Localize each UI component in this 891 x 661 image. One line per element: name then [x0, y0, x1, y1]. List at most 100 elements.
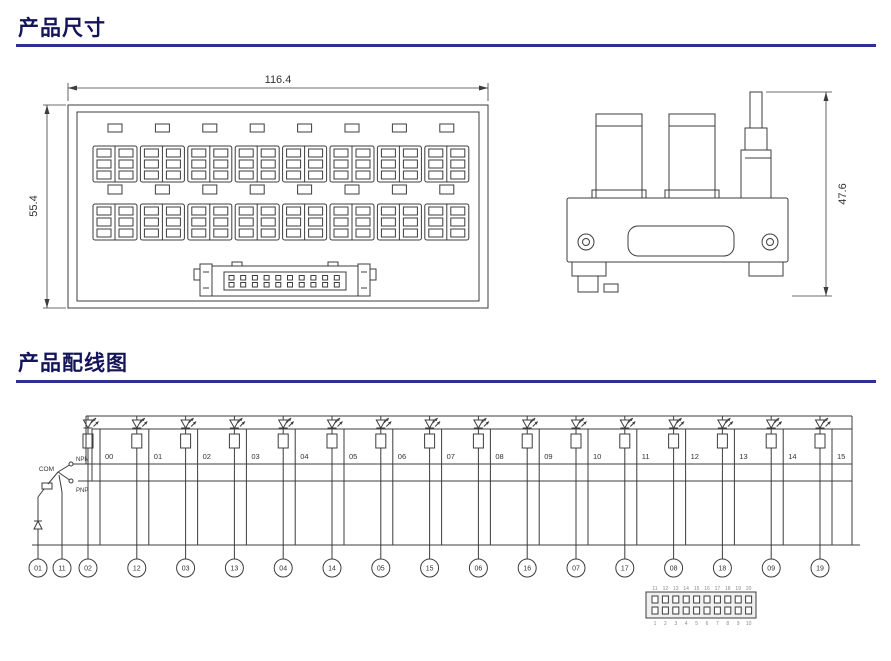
terminal-screw: [286, 170, 302, 180]
mounting-hole-left-inner: [582, 238, 590, 246]
terminal-circle: [371, 558, 391, 578]
led-light-arrow-head: [629, 418, 633, 422]
led-triangle: [619, 419, 631, 430]
terminal-screw: [213, 170, 229, 180]
channel-label: 03: [251, 452, 259, 461]
pinout-bottom-label: 9: [737, 621, 740, 627]
terminal-screw: [213, 217, 229, 227]
channel-label: 15: [837, 452, 845, 461]
idc-pin: [287, 282, 293, 288]
terminal-screw: [380, 170, 396, 180]
pinout-pin: [682, 606, 690, 615]
terminal-label: 16: [523, 566, 531, 573]
idc-latch-left: [199, 263, 213, 297]
led-light-arrow-head: [727, 418, 731, 422]
top-clip: [297, 123, 313, 133]
dim-arrow: [44, 105, 50, 114]
terminal-label: 02: [84, 566, 92, 573]
terminal-screw: [308, 206, 324, 216]
terminal-screw: [191, 170, 207, 180]
idc-latch-ear-right: [369, 268, 377, 281]
terminal-screw: [333, 206, 349, 216]
led-light-arrow-head: [192, 421, 197, 425]
terminal-screw: [238, 228, 254, 238]
channel-component: [765, 433, 777, 449]
channel-component: [277, 433, 289, 449]
mounting-hole-right: [761, 233, 779, 251]
din-foot-right: [748, 261, 784, 277]
terminal-screw: [143, 170, 159, 180]
channel-label: 12: [691, 452, 699, 461]
channel-component: [228, 433, 240, 449]
npn-label: NPN: [76, 457, 89, 463]
idc-pin: [240, 282, 247, 288]
com-feed-wire: [47, 471, 59, 485]
terminal-screw: [308, 170, 324, 180]
dim-arrow: [823, 92, 829, 101]
cable-wire: [749, 91, 763, 129]
led-triangle: [131, 419, 143, 430]
pinout-pin: [661, 606, 669, 615]
terminal-screw: [165, 206, 181, 216]
idc-pin: [333, 275, 340, 281]
led-light-arrow-head: [434, 418, 438, 422]
idc-pin: [298, 282, 305, 288]
pinout-bottom-label: 6: [706, 621, 709, 627]
idc-pin: [263, 275, 270, 281]
terminal-circle: [78, 558, 98, 578]
idc-pin: [310, 282, 317, 288]
terminal-screw: [333, 217, 349, 227]
dim-height-label: 55.4: [28, 195, 40, 216]
dim-arrow: [68, 85, 77, 91]
top-clip: [107, 123, 123, 133]
terminal-screw: [96, 159, 112, 169]
channel-label: 06: [398, 452, 406, 461]
channel-component: [521, 433, 533, 449]
connector-barrel: [668, 113, 716, 199]
terminal-screw: [428, 148, 444, 158]
terminal-screw: [118, 228, 134, 238]
pinout-pin: [672, 606, 680, 615]
terminal-label: 05: [377, 566, 385, 573]
cable-clamp: [744, 127, 768, 151]
terminal-screw: [402, 217, 418, 227]
led-light-arrow-head: [483, 418, 487, 422]
channel-label: 13: [739, 452, 747, 461]
pinout-pin: [661, 595, 669, 604]
terminal-screw: [308, 228, 324, 238]
terminal-circle: [761, 558, 781, 578]
terminal-screw: [213, 206, 229, 216]
idc-pin: [298, 275, 305, 281]
terminal-screw: [143, 159, 159, 169]
terminal-screw: [191, 206, 207, 216]
terminal-screw: [286, 159, 302, 169]
terminal-screw: [428, 170, 444, 180]
channel-label: 09: [544, 452, 552, 461]
terminal-screw: [286, 228, 302, 238]
terminal-screw: [450, 206, 466, 216]
terminal-screw: [380, 148, 396, 158]
terminal-screw: [450, 170, 466, 180]
led-triangle: [570, 419, 582, 430]
mid-clip: [154, 184, 170, 195]
channel-component: [716, 433, 728, 449]
terminal-circle: [420, 558, 440, 578]
led-light-arrow-head: [336, 418, 340, 422]
terminal-screw: [380, 217, 396, 227]
pinout-bottom-label: 10: [746, 621, 752, 627]
terminal-screw: [191, 228, 207, 238]
channel-label: 14: [788, 452, 796, 461]
terminal-circle: [176, 558, 196, 578]
channel-label: 05: [349, 452, 357, 461]
terminal-screw: [213, 159, 229, 169]
terminal-screw: [238, 148, 254, 158]
channel-label: 01: [154, 452, 162, 461]
terminal-screw: [260, 148, 276, 158]
pinout-top-label: 20: [746, 586, 752, 592]
led-light-arrow-head: [824, 418, 828, 422]
terminal-label: 07: [572, 566, 580, 573]
led-light-arrow-head: [388, 421, 392, 425]
terminal-screw: [191, 159, 207, 169]
terminal-screw: [213, 148, 229, 158]
